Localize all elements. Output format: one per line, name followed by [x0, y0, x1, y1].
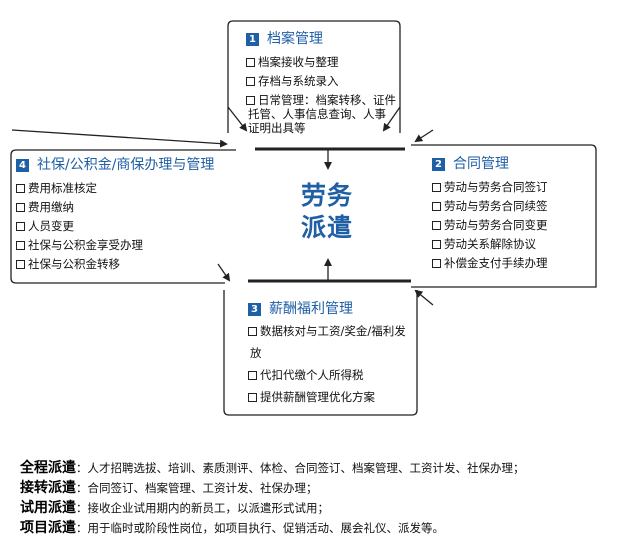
panel-title: 薪酬福利管理: [269, 301, 353, 317]
checkbox-icon: [432, 202, 441, 211]
panel-number: 3: [248, 302, 261, 316]
checkbox-icon: [432, 221, 441, 230]
list-item: 档案接收与整理: [246, 53, 396, 72]
dispatch-type-desc: ：接收企业试用期内的新员工，以派遣形式试用；: [76, 501, 329, 515]
panel-title: 社保/公积金/商保办理与管理: [37, 157, 215, 173]
dispatch-type-term: 试用派遣: [20, 500, 76, 516]
dispatch-type-desc: ：用于临时或阶段性岗位，如项目执行、促销活动、展会礼仪、派发等。: [76, 521, 444, 535]
checkbox-icon: [432, 183, 441, 192]
panel-title: 合同管理: [453, 156, 509, 172]
list-item: 劳动与劳务合同签订: [432, 178, 592, 197]
list-item: 劳动与劳务合同变更: [432, 216, 592, 235]
arrow-left-top: [11, 129, 228, 148]
dispatch-type-desc: ：合同签订、档案管理、工资计发、社保办理；: [76, 481, 318, 495]
checkbox-icon: [16, 222, 25, 231]
panel-title: 档案管理: [267, 31, 323, 47]
dispatch-type-row: 全程派遣：人才招聘选拔、培训、素质测评、体检、合同签订、档案管理、工资计发、社保…: [20, 458, 620, 478]
dispatch-type-term: 全程派遣: [20, 460, 76, 476]
dispatch-type-row: 试用派遣：接收企业试用期内的新员工，以派遣形式试用；: [20, 498, 620, 518]
panel-payroll: 3 薪酬福利管理 数据核对与工资/奖金/福利发放 代扣代缴个人所得税 提供薪酬管理…: [248, 298, 413, 408]
dispatch-type-term: 项目派遣: [20, 520, 76, 536]
checkbox-icon: [248, 327, 257, 336]
center-title: 劳务 派遣: [296, 180, 358, 244]
checkbox-icon: [432, 240, 441, 249]
list-item: 劳动与劳务合同续签: [432, 197, 592, 216]
flow-diagram: [10, 20, 597, 416]
frame-top: [227, 20, 401, 133]
dispatch-types-list: 全程派遣：人才招聘选拔、培训、素质测评、体检、合同签订、档案管理、工资计发、社保…: [20, 458, 620, 538]
list-item: 日常管理：档案转移、证件托管、人事信息查询、人事证明出具等: [246, 93, 396, 135]
checkbox-icon: [16, 184, 25, 193]
dispatch-type-row: 接转派遣：合同签订、档案管理、工资计发、社保办理；: [20, 478, 620, 498]
checkbox-icon: [248, 393, 257, 402]
frame-right: [411, 144, 597, 288]
panel-number: 4: [16, 159, 29, 172]
panel-number: 2: [432, 158, 445, 171]
panel-social-insurance: 4 社保/公积金/商保办理与管理 费用标准核定 费用缴纳 人员变更 社保与公积金享…: [16, 156, 246, 274]
list-item: 提供薪酬管理优化方案: [248, 386, 413, 408]
arrow-top-right: [382, 106, 401, 132]
checkbox-icon: [16, 203, 25, 212]
list-item: 费用缴纳: [16, 198, 246, 217]
center-line1: 劳务: [300, 181, 353, 210]
arrow-left-bottom: [217, 263, 231, 282]
list-item: 补偿金支付手续办理: [432, 254, 592, 273]
list-item: 代扣代缴个人所得税: [248, 364, 413, 386]
list-item: 数据核对与工资/奖金/福利发放: [248, 324, 406, 360]
panel-number: 1: [246, 33, 259, 46]
checkbox-icon: [246, 77, 255, 86]
list-item: 社保与公积金转移: [16, 255, 246, 274]
checkbox-icon: [16, 241, 25, 250]
list-item: 人员变更: [16, 217, 246, 236]
center-line2: 派遣: [300, 213, 353, 242]
dispatch-type-row: 项目派遣：用于临时或阶段性岗位，如项目执行、促销活动、展会礼仪、派发等。: [20, 518, 620, 538]
checkbox-icon: [16, 260, 25, 269]
arrow-right-bottom: [414, 289, 434, 306]
panel-archive: 1 档案管理 档案接收与整理 存档与系统录入 日常管理：档案转移、证件托管、人事信…: [246, 30, 396, 135]
checkbox-icon: [432, 259, 441, 268]
frame-left: [10, 149, 236, 284]
list-item: 存档与系统录入: [246, 72, 396, 91]
panel-contract: 2 合同管理 劳动与劳务合同签订 劳动与劳务合同续签 劳动与劳务合同变更 劳动关系…: [432, 155, 592, 273]
arrow-top-left: [227, 106, 248, 132]
list-item: 费用标准核定: [16, 179, 246, 198]
list-item: 社保与公积金享受办理: [16, 236, 246, 255]
dispatch-type-term: 接转派遣: [20, 480, 76, 496]
frame-bottom: [223, 290, 418, 416]
checkbox-icon: [248, 371, 257, 380]
list-item: 劳动关系解除协议: [432, 235, 592, 254]
checkbox-icon: [246, 58, 255, 67]
dispatch-type-desc: ：人才招聘选拔、培训、素质测评、体检、合同签订、档案管理、工资计发、社保办理；: [76, 461, 525, 475]
checkbox-icon: [246, 96, 255, 105]
arrow-right-top: [414, 129, 434, 143]
